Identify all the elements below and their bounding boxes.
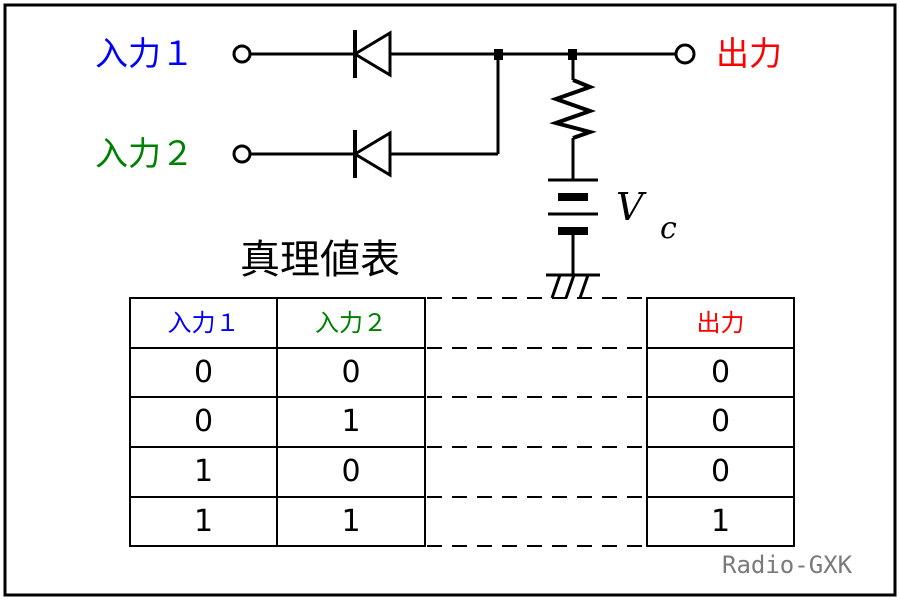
table-header-output: 出力: [696, 309, 745, 337]
supply-voltage-subscript: c: [660, 211, 677, 246]
ground-symbol: [546, 273, 600, 299]
supply-voltage-symbol: V: [616, 185, 644, 229]
output-terminal: [674, 43, 696, 65]
table-cell: 0: [710, 404, 731, 439]
table-cell: 0: [710, 454, 731, 489]
diode-1: [350, 30, 392, 78]
table-cell: 0: [710, 354, 731, 390]
table-cell: 0: [341, 354, 361, 390]
truth-table-title: 真理値表: [240, 237, 400, 283]
input1-terminal: [232, 44, 252, 64]
input2-terminal: [232, 144, 252, 164]
pullup-network: [546, 54, 600, 299]
table-cell: 0: [341, 454, 361, 489]
table-cell: 0: [193, 404, 214, 439]
battery: [548, 178, 598, 235]
input1-label: 入力１: [95, 34, 194, 73]
input1-branch: [232, 30, 696, 78]
table-cell: 1: [341, 404, 361, 439]
table-cell: 1: [193, 454, 214, 489]
input2-label: 入力２: [95, 134, 194, 173]
output-label: 出力: [716, 34, 782, 73]
diode-2: [350, 130, 392, 178]
outer-border: [3, 3, 897, 597]
resistor: [549, 78, 597, 140]
table-cell: 0: [193, 354, 214, 390]
truth-table-grid: [129, 297, 795, 547]
table-header-input1: 入力１: [167, 309, 240, 337]
table-cell: 1: [193, 503, 214, 539]
input2-branch: [232, 54, 500, 178]
table-cell: 1: [710, 503, 731, 539]
credit-text: Radio-GXK: [722, 551, 853, 579]
table-header-input2: 入力２: [315, 309, 387, 337]
truth-table-dashed-links: [427, 297, 645, 547]
table-cell: 1: [341, 503, 361, 539]
